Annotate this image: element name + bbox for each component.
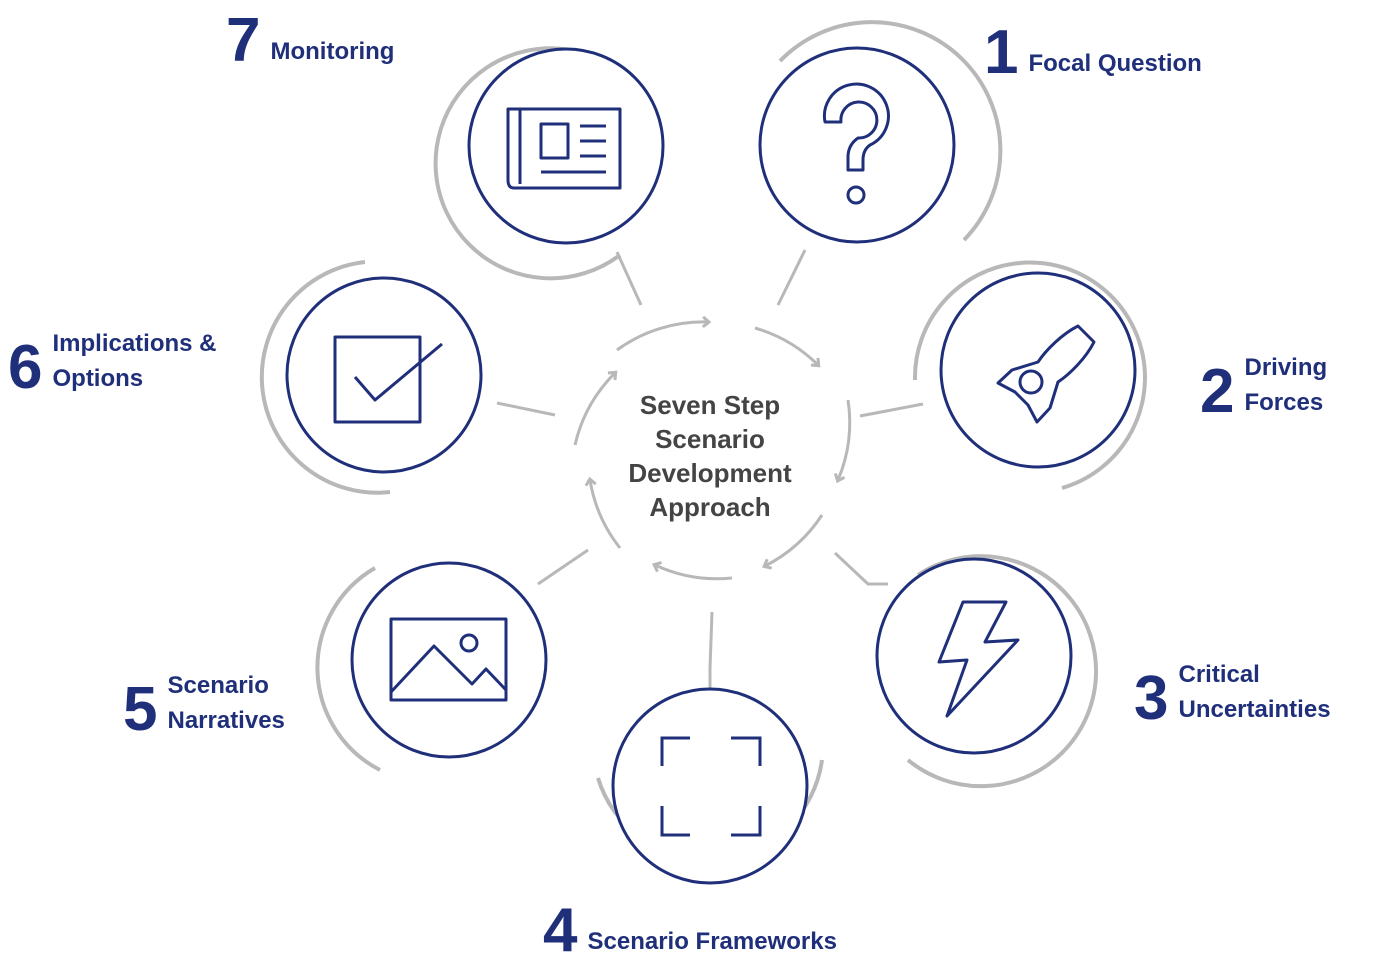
- step-4-text: Scenario Frameworks: [587, 928, 837, 955]
- step-3-label: 3 Critical Uncertainties: [1134, 657, 1331, 730]
- step-5-label: 5 Scenario Narratives: [123, 668, 285, 741]
- step-4-node: [596, 687, 824, 885]
- step-1-circle: [758, 46, 956, 244]
- step-3-text-line-2: Uncertainties: [1178, 696, 1331, 723]
- step-6-number: 6: [8, 333, 43, 402]
- step-2-circle: [939, 271, 1137, 469]
- step-5-outer-ring: [315, 566, 381, 772]
- step-2-text-line-2: Forces: [1244, 389, 1324, 416]
- lightning-icon: [937, 600, 1020, 718]
- step-1-label: 1 Focal Question: [984, 22, 1202, 84]
- step-6-label: 6 Implications & Options: [8, 326, 217, 399]
- connector-lines: [496, 249, 924, 695]
- landscape-image-icon: [389, 617, 508, 702]
- center-title-line-1: Seven Step: [639, 390, 781, 420]
- step-7-number: 7: [226, 6, 261, 75]
- step-2-text: Driving Forces: [1244, 350, 1327, 423]
- checkbox-icon: [333, 335, 443, 424]
- step-7-label: 7 Monitoring: [226, 10, 394, 72]
- step-5-node: [315, 561, 548, 772]
- step-7-circle: [467, 47, 665, 245]
- step-2-node: [912, 260, 1147, 490]
- step-5-text-line-2: Narratives: [167, 707, 285, 734]
- center-cycle-ring: [573, 322, 852, 581]
- step-2-text-line-1: Driving: [1244, 354, 1328, 381]
- newspaper-icon: [506, 107, 622, 190]
- step-4-label: 4 Scenario Frameworks: [543, 900, 837, 962]
- center-title: Seven Step Scenario Development Approach: [590, 388, 830, 524]
- step-3-number: 3: [1134, 664, 1169, 733]
- step-7-text: Monitoring: [270, 38, 395, 65]
- step-2-outer-ring: [912, 260, 1147, 490]
- step-2-label: 2 Driving Forces: [1200, 350, 1327, 423]
- step-6-outer-ring: [259, 260, 391, 495]
- step-1-node: [758, 20, 1003, 244]
- step-3-text-line-1: Critical: [1178, 661, 1260, 688]
- step-1-number: 1: [984, 18, 1019, 87]
- frame-corners-icon: [660, 736, 762, 837]
- step-5-number: 5: [123, 675, 158, 744]
- step-5-text: Scenario Narratives: [167, 668, 284, 741]
- question-mark-icon: [822, 82, 890, 205]
- step-3-text: Critical Uncertainties: [1178, 657, 1330, 730]
- step-6-text: Implications & Options: [52, 326, 216, 399]
- center-title-line-2: Scenario: [655, 424, 765, 454]
- step-1-text: Focal Question: [1028, 50, 1202, 77]
- step-7-node: [433, 46, 665, 281]
- center-title-line-4: Approach: [649, 492, 771, 522]
- step-1-outer-ring: [778, 20, 1003, 242]
- step-4-number: 4: [543, 896, 578, 965]
- step-5-text-line-1: Scenario: [167, 672, 269, 699]
- step-3-circle: [875, 557, 1073, 755]
- step-6-text-line-2: Options: [52, 365, 144, 392]
- step-6-text-line-1: Implications &: [52, 330, 217, 357]
- rocket-icon: [996, 324, 1096, 424]
- step-6-node: [259, 260, 483, 495]
- step-7-outer-ring: [433, 46, 622, 281]
- step-6-circle: [285, 276, 483, 474]
- step-3-node: [875, 554, 1099, 789]
- step-3-outer-ring: [906, 554, 1099, 789]
- center-title-line-3: Development: [628, 458, 792, 488]
- step-2-number: 2: [1200, 357, 1235, 426]
- step-4-circle: [611, 687, 809, 885]
